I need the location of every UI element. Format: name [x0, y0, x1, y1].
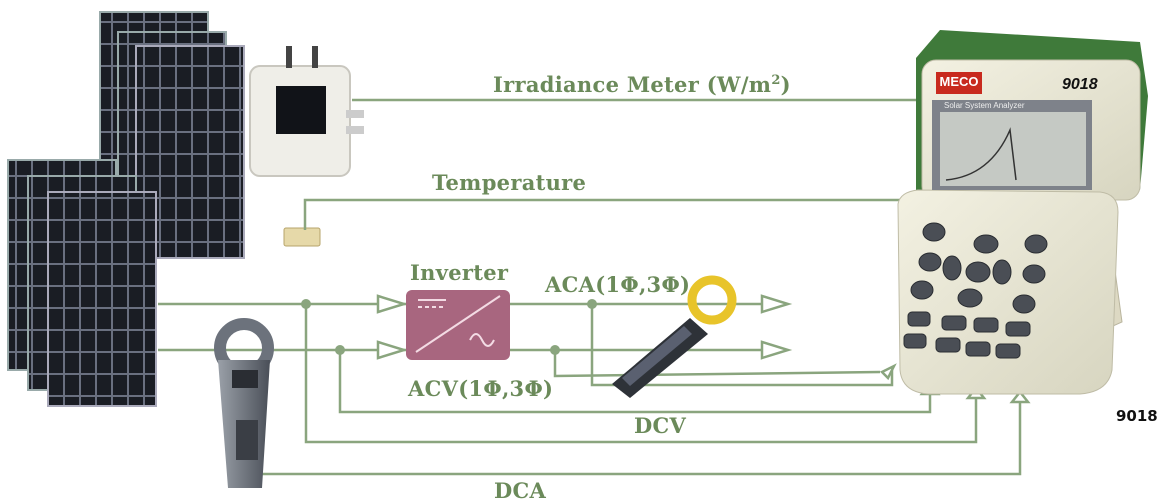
acv-label: ACV(1Φ,3Φ): [408, 376, 554, 401]
device-screen-title: Solar System Analyzer: [944, 101, 1025, 110]
wiring: [158, 98, 1022, 476]
side-model-label: 9018: [1116, 407, 1158, 425]
dc-clamp-meter: [214, 318, 274, 488]
irradiance-meter-label: Irradiance Meter (W/m2): [493, 72, 791, 97]
irradiance-text: Irradiance Meter (W/m: [493, 72, 772, 97]
temperature-probe: [283, 227, 321, 247]
irradiance-sensor: [249, 46, 364, 177]
dcv-label: DCV: [634, 413, 687, 438]
irradiance-close: ): [780, 72, 791, 97]
wire-junctions: [301, 299, 597, 355]
device-model-number: 9018: [1062, 76, 1098, 93]
inverter-box: [406, 290, 510, 360]
meco-9018-analyzer: [897, 30, 1148, 395]
aca-label: ACA(1Φ,3Φ): [545, 272, 691, 297]
device-brand-logo: MECO: [939, 74, 979, 89]
ac-clamp-meter: [612, 275, 737, 398]
irradiance-superscript: 2: [771, 73, 781, 88]
temperature-label: Temperature: [432, 170, 587, 195]
dca-label: DCA: [494, 478, 547, 503]
solar-panel-array-lower: [7, 159, 157, 407]
inverter-label: Inverter: [410, 260, 509, 285]
